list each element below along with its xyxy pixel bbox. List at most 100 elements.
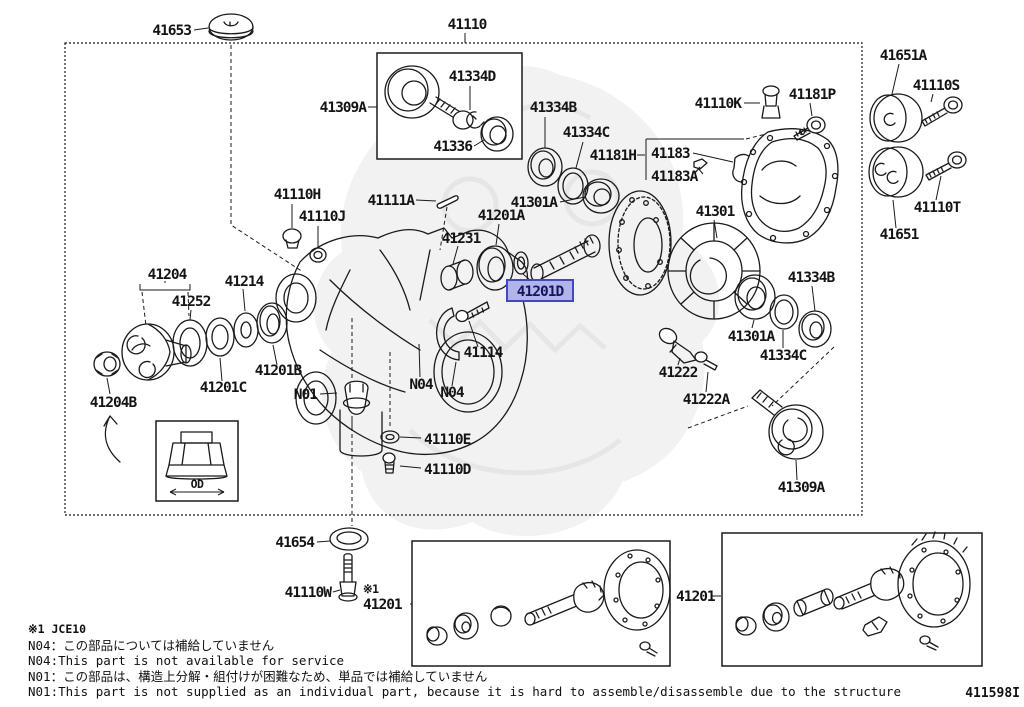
drawing-41653-breather-cap <box>193 13 304 273</box>
footnote-n01-en: N01:This part is not supplied as an indi… <box>28 684 901 699</box>
part-label-41653[interactable]: 41653 <box>152 23 192 39</box>
drawing-41110H-plug <box>282 204 302 249</box>
part-label-N01[interactable]: N01 <box>294 387 319 403</box>
part-label-41214[interactable]: 41214 <box>225 274 266 290</box>
part-label-41111A[interactable]: 41111A <box>368 193 417 209</box>
inset-box-gear-kit-right <box>721 531 983 667</box>
drawing-41231-spacer <box>440 245 474 291</box>
part-label-41309A-right[interactable]: 41309A <box>778 480 827 496</box>
drawing-41110E-washer <box>380 430 422 444</box>
drawing-carrier-cover <box>740 128 839 244</box>
inset-box-lock-nut-od <box>155 420 239 502</box>
part-label-41334B-top[interactable]: 41334B <box>530 100 579 116</box>
drawing-41114-bolt <box>455 301 490 348</box>
od-dimension-label: OD <box>191 477 204 491</box>
part-label-N04-a[interactable]: N04 <box>409 377 434 393</box>
part-label-41334D[interactable]: 41334D <box>449 69 498 85</box>
drawing-N01-plug <box>319 380 371 526</box>
drawing-41204B-nut <box>93 351 121 395</box>
drawing-41222A-bolt <box>694 351 718 393</box>
part-label-41222[interactable]: 41222 <box>659 365 699 381</box>
arrow-41204B <box>103 415 121 463</box>
drawing-41201B-bearing <box>256 302 288 366</box>
footnote-ref: ※1 JCE10 <box>28 622 87 636</box>
part-label-41231[interactable]: 41231 <box>442 231 483 247</box>
footnote-n04-jp: N04：この部品については補給していません <box>28 637 275 653</box>
part-label-41301A-right[interactable]: 41301A <box>728 329 777 345</box>
part-label-41181P[interactable]: 41181P <box>789 87 838 103</box>
part-label-41201-mid[interactable]: 41201 <box>676 589 717 605</box>
part-label-41651A[interactable]: 41651A <box>880 48 929 64</box>
footnotes: ※1 JCE10 N04：この部品については補給していません N04:This … <box>28 621 901 700</box>
inset-box-cv-joint <box>376 52 523 160</box>
part-label-41183[interactable]: 41183 <box>651 146 691 162</box>
part-label-41114[interactable]: 41114 <box>464 345 505 361</box>
part-label-41252[interactable]: 41252 <box>172 294 212 310</box>
part-label-41110S[interactable]: 41110S <box>913 78 961 94</box>
part-label-N04-b[interactable]: N04 <box>440 385 465 401</box>
part-label-41201D-selected[interactable]: 41201D <box>517 284 566 300</box>
bracket-41204 <box>139 281 191 327</box>
part-label-41334C-top[interactable]: 41334C <box>563 125 611 141</box>
drawing-41201A-bearing <box>476 223 514 291</box>
part-label-41110J[interactable]: 41110J <box>299 209 347 225</box>
drawing-41110T-bolt <box>925 151 967 201</box>
drawing-41309A-inner-joint <box>751 389 824 481</box>
drawing-41110D-screw <box>382 452 422 474</box>
part-label-41204B[interactable]: 41204B <box>90 395 139 411</box>
part-label-41654[interactable]: 41654 <box>275 535 316 551</box>
part-label-41110W[interactable]: 41110W <box>285 585 334 601</box>
drawing-41301A-bearing-center <box>559 178 620 214</box>
part-label-41110[interactable]: 41110 <box>448 17 488 33</box>
part-label-41336[interactable]: 41336 <box>433 139 473 155</box>
drawing-41222-sensor <box>658 327 697 366</box>
drawing-41201C-seal <box>205 317 235 382</box>
main-diagram-frame <box>64 42 863 516</box>
drawing-41181P-bolt <box>793 102 826 141</box>
part-label-41301[interactable]: 41301 <box>696 204 737 220</box>
drawing-41252-deflector <box>172 309 208 367</box>
drawing-code: 411598I <box>965 686 1020 701</box>
part-label-41110H[interactable]: 41110H <box>274 187 322 203</box>
drawing-41334C-ring-right <box>769 294 799 348</box>
selected-part-highlight <box>506 279 574 302</box>
footnote-n01-jp: N01：この部品は、構造上分解・組付けが困難なため、単品では補給していません <box>28 668 488 684</box>
footnote-n04-en: N04:This part is not available for servi… <box>28 653 345 668</box>
part-label-41110E[interactable]: 41110E <box>424 432 472 448</box>
part-label-41651[interactable]: 41651 <box>880 227 921 243</box>
part-label-41334C-right[interactable]: 41334C <box>760 348 808 364</box>
drawing-diff-case <box>667 219 761 320</box>
part-label-41204[interactable]: 41204 <box>148 267 189 283</box>
drawing-41334B-seal-right <box>798 285 832 348</box>
drawing-41110S-bolt <box>921 93 963 127</box>
drawing-ring-gear <box>608 190 672 296</box>
drawing-bearing-cap <box>418 307 460 387</box>
part-label-41110K[interactable]: 41110K <box>695 96 744 112</box>
drawing-41110W-stud <box>332 553 358 602</box>
part-label-41110D[interactable]: 41110D <box>424 462 473 478</box>
part-label-41183A[interactable]: 41183A <box>651 169 700 185</box>
drawing-41214-washer <box>233 288 259 348</box>
leader-41183-group <box>637 133 767 180</box>
part-label-41201A[interactable]: 41201A <box>478 208 527 224</box>
part-label-41201C[interactable]: 41201C <box>200 380 248 396</box>
part-label-41222A[interactable]: 41222A <box>683 392 732 408</box>
drawing-41204-flange <box>121 323 192 381</box>
part-label-41309A-inset[interactable]: 41309A <box>320 100 369 116</box>
inset-box-gear-kit-left <box>411 540 671 667</box>
drawing-41651A-cushion <box>869 63 923 143</box>
part-label-41201-left[interactable]: 41201 <box>363 597 404 613</box>
drawing-41654-gasket <box>316 527 369 551</box>
ref-mark-1: ※1 <box>363 582 379 596</box>
part-label-41181H[interactable]: 41181H <box>590 148 638 164</box>
drawing-41334B-bearing <box>527 117 563 187</box>
part-label-41201B[interactable]: 41201B <box>255 363 304 379</box>
part-label-41301A-center[interactable]: 41301A <box>511 195 560 211</box>
part-label-41334B-right[interactable]: 41334B <box>788 270 837 286</box>
drawing-41651-cushion <box>868 146 924 229</box>
drawing-41301A-bearing-right <box>734 274 776 329</box>
part-label-41110T[interactable]: 41110T <box>914 200 963 216</box>
drawing-41110K-plug <box>744 85 781 119</box>
